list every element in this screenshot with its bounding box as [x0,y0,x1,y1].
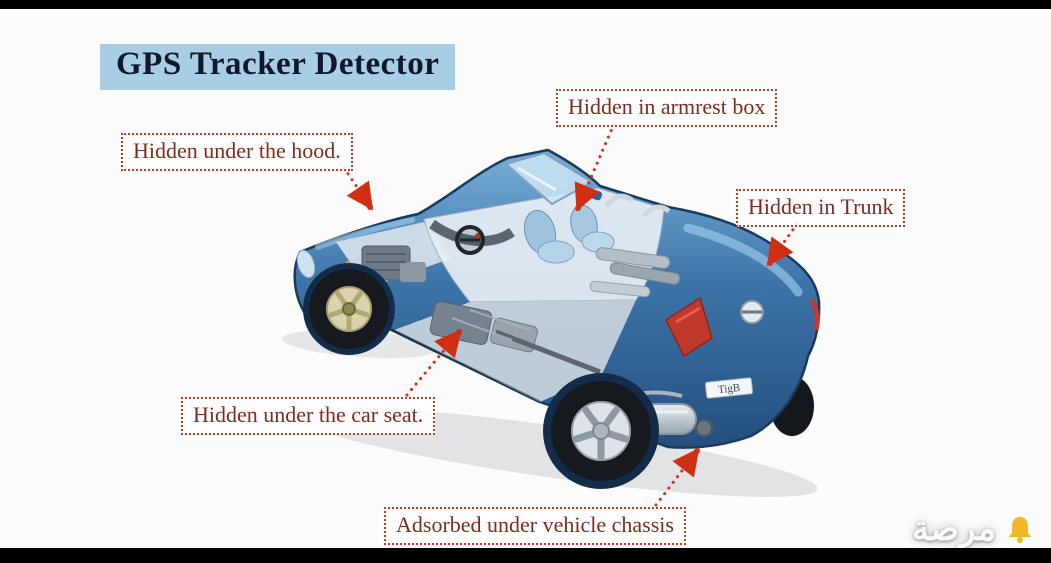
letterbox-top [0,0,1051,9]
suspension-coil [342,260,360,288]
leader-seat [405,329,462,397]
callout-seat: Hidden under the car seat. [181,397,436,435]
brand-badge [740,300,764,324]
leader-hood [342,166,374,211]
windshield-reflection [517,166,557,192]
rear-left-wheel [543,373,659,489]
side-mirror-icon [587,188,603,201]
callout-trunk: Hidden in Trunk [736,189,906,227]
leader-armrest [574,122,616,212]
rear-right-wheel [770,376,814,436]
callout-chassis: Adsorbed under vehicle chassis [384,507,686,545]
page-title: GPS Tracker Detector [100,44,456,90]
cabin-cutaway [423,187,665,303]
windshield [503,151,595,206]
muffler [621,390,713,437]
dashboard [429,219,515,246]
floor-cutaway [394,300,636,402]
headlight [296,249,316,279]
seats [523,204,615,264]
leader-chassis [654,447,700,507]
drivetrain [429,300,601,375]
watermark: مرصة [912,509,1035,549]
car-plate-text: TigB [717,382,740,396]
engine-block [342,245,426,288]
sill-edge [391,328,541,404]
callout-hood: Hidden under the hood. [121,133,353,171]
watermark-text: مرصة [911,511,996,548]
watermark-icon [1009,517,1031,543]
trunk-highlight [683,223,803,297]
callout-armrest: Hidden in armrest box [556,89,778,127]
roof-mechanism [589,247,681,298]
front-left-wheel [303,263,395,355]
taillight [665,296,820,358]
letterbox-bottom [0,548,1051,563]
license-plate: TigB [704,377,754,399]
leader-trunk [766,222,799,267]
engine-bay-cutaway [336,222,452,288]
steering-wheel [455,225,485,255]
hood-highlight [315,217,415,250]
roll-hoops [604,193,671,218]
